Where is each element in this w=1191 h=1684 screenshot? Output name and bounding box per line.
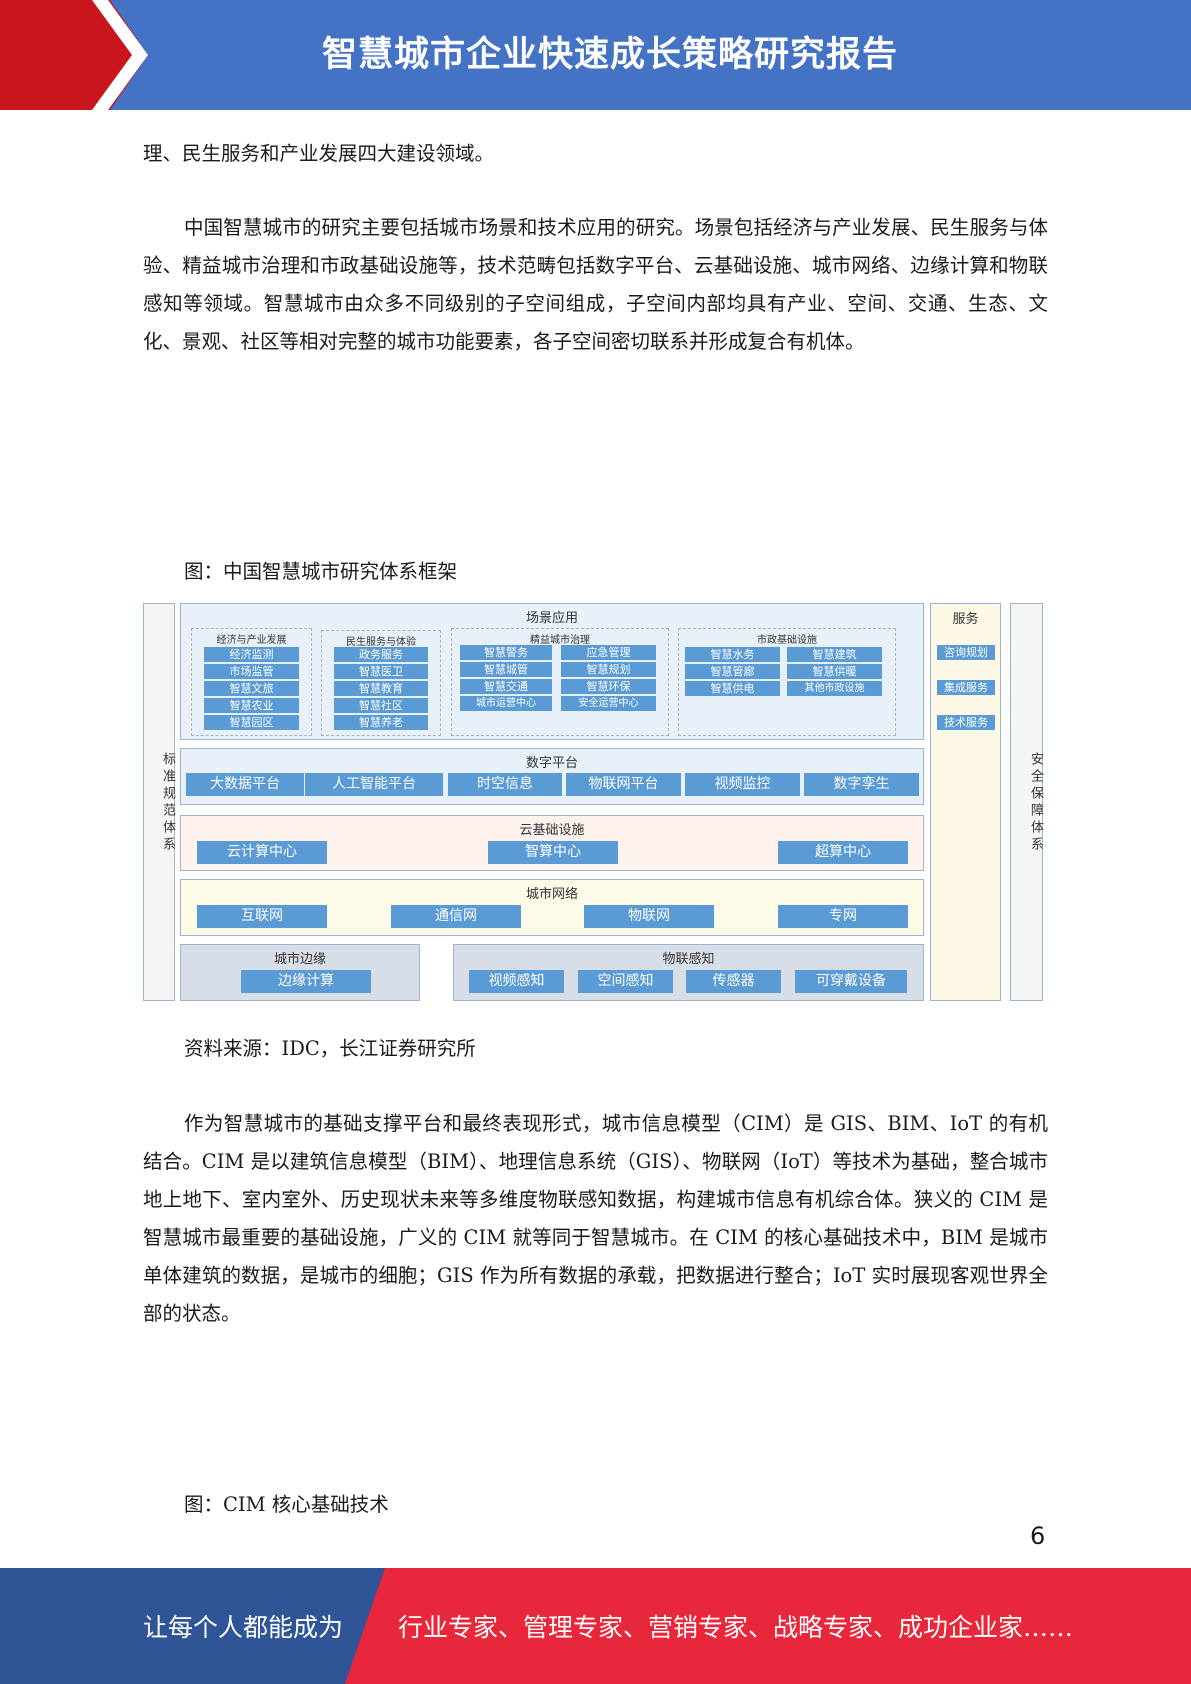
scene-item: 智慧农业 xyxy=(204,698,299,713)
scene-application-panel: 场景应用 经济与产业发展 经济监测 市场监管 智慧文旅 智慧农业 智慧园区 民生… xyxy=(180,603,924,740)
security-label: 安全保障体系 xyxy=(1028,752,1043,854)
footer-banner-graphic xyxy=(0,1568,1191,1684)
scene-item: 智慧医卫 xyxy=(334,664,428,679)
scene-item: 其他市政设施 xyxy=(787,681,882,696)
footer-slogan-left: 让每个人都能成为 xyxy=(143,1613,344,1642)
cloud-item: 超算中心 xyxy=(778,841,908,864)
scene-item: 智慧规划 xyxy=(561,662,656,677)
digital-title: 数字平台 xyxy=(525,756,578,771)
cloud-infrastructure-panel: 云基础设施 云计算中心 智算中心 超算中心 xyxy=(180,815,924,871)
standards-label: 标准规范体系 xyxy=(160,752,175,854)
scene-item: 安全运营中心 xyxy=(561,696,656,711)
network-item: 互联网 xyxy=(197,905,327,928)
scene-item: 经济监测 xyxy=(204,647,299,662)
service-title: 服务 xyxy=(952,612,979,627)
page-number: 6 xyxy=(1030,1522,1046,1550)
digital-item: 视频监控 xyxy=(685,773,800,796)
scene-item: 城市运营中心 xyxy=(460,696,552,711)
service-column: 服务 咨询规划 集成服务 技术服务 xyxy=(930,603,1001,1001)
scene-item: 智慧建筑 xyxy=(787,647,882,662)
paragraph-1: 理、民生服务和产业发展四大建设领域。 xyxy=(143,142,495,165)
digital-platform-panel: 数字平台 大数据平台 人工智能平台 时空信息 物联网平台 视频监控 数字孪生 xyxy=(180,748,924,805)
iot-item: 传感器 xyxy=(686,970,781,993)
standards-column: 标准规范体系 xyxy=(143,603,175,1001)
page-footer: 让每个人都能成为 行业专家、管理专家、营销专家、战略专家、成功企业家…… xyxy=(0,1568,1191,1684)
network-item: 专网 xyxy=(778,905,908,928)
edge-item: 边缘计算 xyxy=(241,970,371,993)
scene-item: 智慧环保 xyxy=(561,679,656,694)
scene-item: 智慧供暖 xyxy=(787,664,882,679)
page-header: 智慧城市企业快速成长策略研究报告 xyxy=(0,0,1191,110)
city-network-panel: 城市网络 互联网 通信网 物联网 专网 xyxy=(180,879,924,936)
iot-item: 可穿戴设备 xyxy=(795,970,907,993)
scene-group-economy: 经济与产业发展 经济监测 市场监管 智慧文旅 智慧农业 智慧园区 xyxy=(191,628,312,736)
scene-title: 场景应用 xyxy=(525,611,578,626)
digital-item: 数字孪生 xyxy=(804,773,919,796)
group-title: 经济与产业发展 xyxy=(216,635,287,646)
service-item: 技术服务 xyxy=(937,715,995,730)
figure-1-caption: 图：中国智慧城市研究体系框架 xyxy=(184,560,458,583)
scene-item: 智慧文旅 xyxy=(204,681,299,696)
scene-item: 智慧水务 xyxy=(685,647,780,662)
footer-slogan-right: 行业专家、管理专家、营销专家、战略专家、成功企业家…… xyxy=(398,1613,1074,1642)
digital-item: 大数据平台 xyxy=(186,773,304,796)
group-title: 市政基础设施 xyxy=(757,635,817,646)
iot-item: 视频感知 xyxy=(469,970,564,993)
edge-title: 城市边缘 xyxy=(273,952,326,967)
scene-item: 智慧警务 xyxy=(460,645,552,660)
scene-item: 政务服务 xyxy=(334,647,428,662)
iot-title: 物联感知 xyxy=(662,952,715,967)
smart-city-framework-diagram: 标准规范体系 安全保障体系 服务 咨询规划 集成服务 技术服务 场景应用 经济与… xyxy=(143,603,1043,1001)
group-title: 民生服务与体验 xyxy=(346,637,416,648)
iot-item: 空间感知 xyxy=(578,970,673,993)
scene-item: 智慧城管 xyxy=(460,662,552,677)
scene-item: 智慧供电 xyxy=(685,681,780,696)
header-banner-graphic xyxy=(0,0,148,110)
network-item: 通信网 xyxy=(391,905,521,928)
figure-1-source: 资料来源：IDC，长江证券研究所 xyxy=(184,1037,476,1060)
paragraph-2: 中国智慧城市的研究主要包括城市场景和技术应用的研究。场景包括经济与产业发展、民生… xyxy=(143,216,1048,353)
network-item: 物联网 xyxy=(584,905,714,928)
scene-item: 应急管理 xyxy=(561,645,656,660)
scene-group-governance: 精益城市治理 智慧警务 应急管理 智慧城管 智慧规划 智慧交通 智慧环保 城市运… xyxy=(451,628,669,736)
report-title: 智慧城市企业快速成长策略研究报告 xyxy=(321,35,898,75)
scene-item: 智慧园区 xyxy=(204,715,299,730)
cloud-title: 云基础设施 xyxy=(519,823,585,838)
scene-group-municipal: 市政基础设施 智慧水务 智慧建筑 智慧管廊 智慧供暖 智慧供电 其他市政设施 xyxy=(678,628,896,736)
scene-item: 智慧养老 xyxy=(334,715,428,730)
figure-2-caption: 图：CIM 核心基础技术 xyxy=(184,1493,389,1516)
security-column: 安全保障体系 xyxy=(1010,603,1043,1001)
scene-item: 市场监管 xyxy=(204,664,299,679)
service-item: 集成服务 xyxy=(937,680,995,695)
scene-item: 智慧社区 xyxy=(334,698,428,713)
digital-item: 物联网平台 xyxy=(566,773,681,796)
paragraph-3: 作为智慧城市的基础支撑平台和最终表现形式，城市信息模型（CIM）是 GIS、BI… xyxy=(143,1112,1048,1325)
network-title: 城市网络 xyxy=(525,887,578,902)
digital-item: 时空信息 xyxy=(448,773,562,796)
scene-item: 智慧管廊 xyxy=(685,664,780,679)
scene-item: 智慧教育 xyxy=(334,681,428,696)
group-title: 精益城市治理 xyxy=(530,635,590,646)
cloud-item: 云计算中心 xyxy=(197,841,327,864)
scene-group-livelihood: 民生服务与体验 政务服务 智慧医卫 智慧教育 智慧社区 智慧养老 xyxy=(321,630,441,736)
cloud-item: 智算中心 xyxy=(488,841,618,864)
service-item: 咨询规划 xyxy=(937,645,995,660)
digital-item: 人工智能平台 xyxy=(305,773,443,796)
scene-item: 智慧交通 xyxy=(460,679,552,694)
iot-sensing-panel: 物联感知 视频感知 空间感知 传感器 可穿戴设备 xyxy=(453,944,924,1001)
city-edge-panel: 城市边缘 边缘计算 xyxy=(180,944,420,1001)
